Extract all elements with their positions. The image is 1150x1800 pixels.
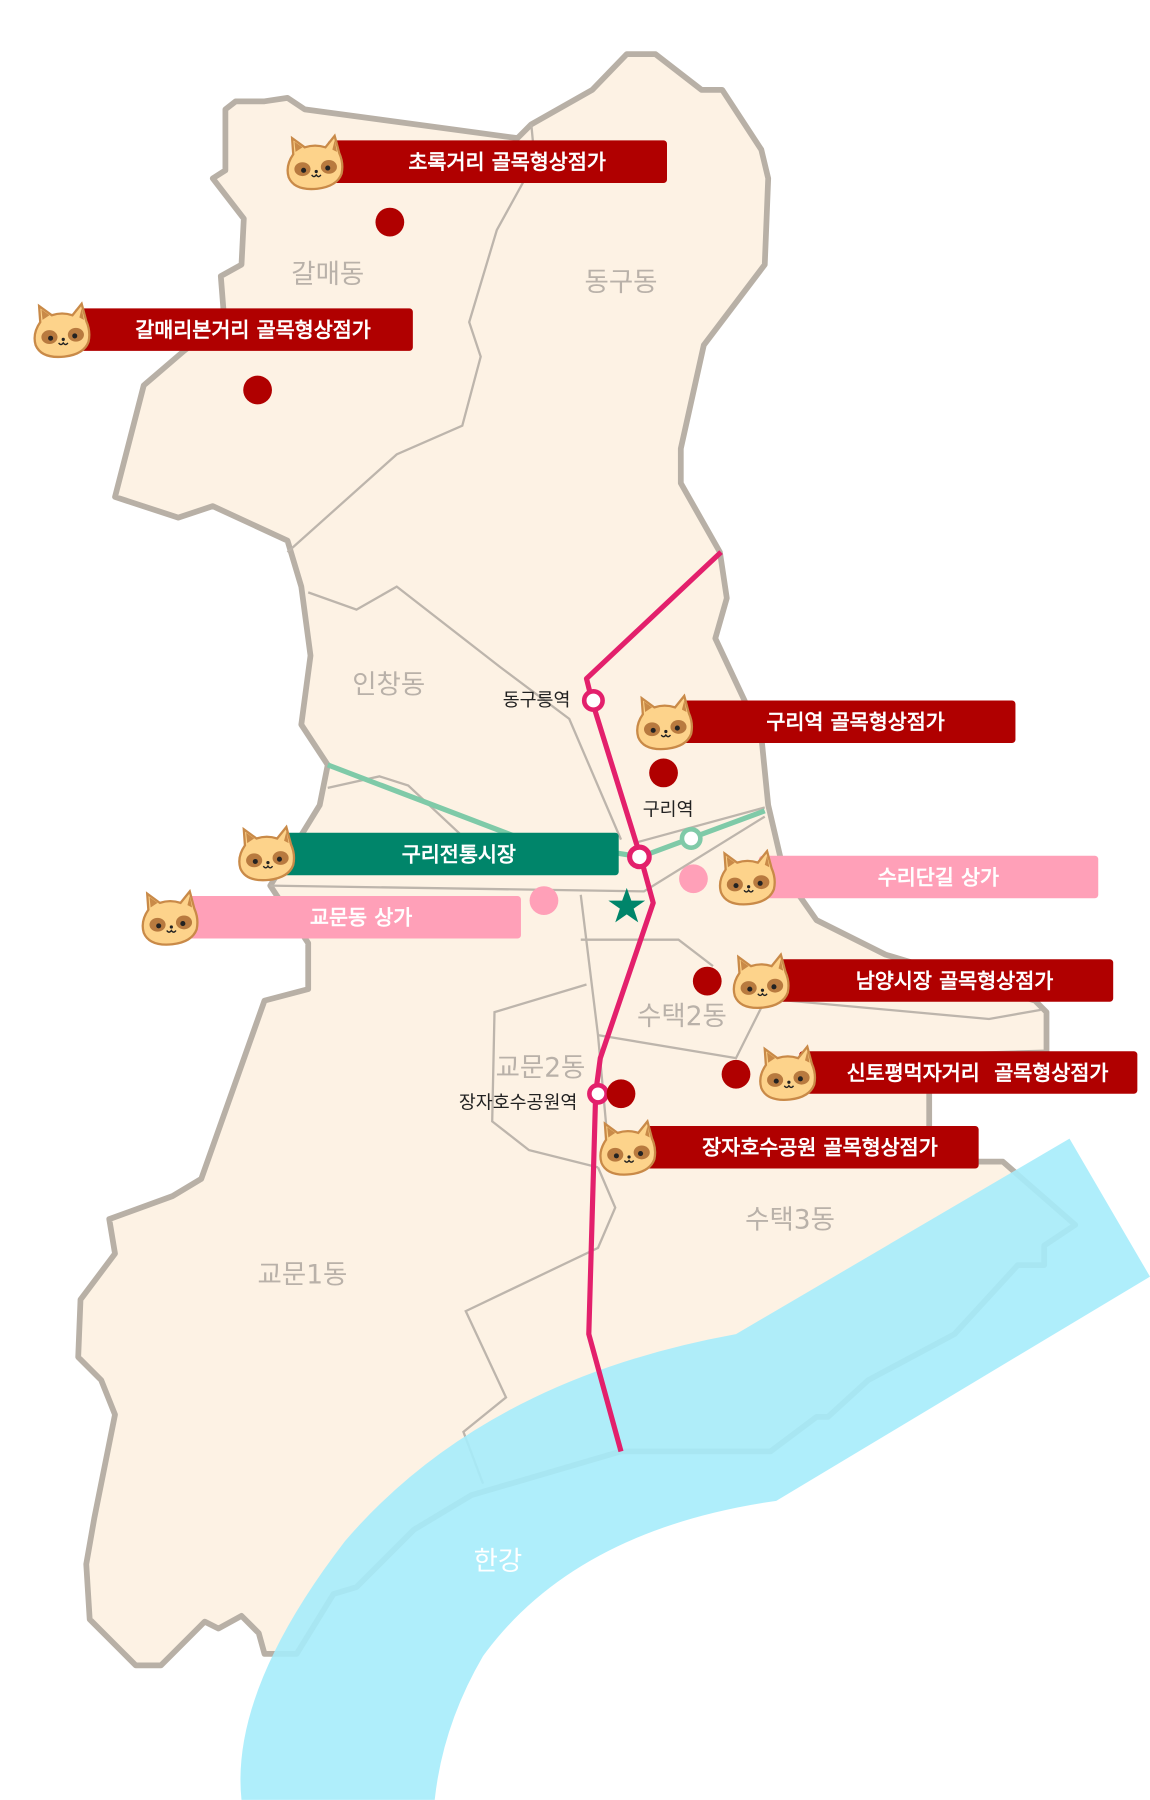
place-label-namyang-market[interactable]: 남양시장 골목형상점가 [732,953,1114,1010]
svg-text:신토평먹자거리 골목형상점가: 신토평먹자거리 골목형상점가 [847,1061,1109,1085]
place-marker[interactable] [679,864,708,894]
svg-text:수리단길 상가: 수리단길 상가 [878,865,999,889]
han-river [240,1138,1150,1800]
place-label-jangja-lake-park[interactable]: 장자호수공원 골목형상점가 [599,1120,979,1176]
station-guri-gyeongui[interactable] [679,826,703,850]
svg-text:남양시장 골목형상점가: 남양시장 골목형상점가 [856,969,1054,993]
river-label: 한강 [474,1546,523,1577]
station-label-donggureung: 동구릉역 [503,690,571,711]
place-label-suri-arcade[interactable]: 수리단길 상가 [718,849,1099,906]
raccoon-icon [238,825,296,882]
district-label-sutaek2: 수택2동 [637,1001,727,1032]
svg-text:장자호수공원 골목형상점가: 장자호수공원 골목형상점가 [702,1136,938,1160]
svg-text:구리전통시장: 구리전통시장 [402,842,516,866]
place-label-gyomun-arcade[interactable]: 교문동 상가 [141,890,521,946]
place-marker[interactable] [243,375,272,405]
station-donggureung[interactable] [581,688,605,712]
station-label-guri: 구리역 [643,799,694,820]
district-label-donggu: 동구동 [585,267,658,298]
place-label-galmae-ribbon[interactable]: 갈매리본거리 골목형상점가 [33,302,413,359]
place-label-sintopyeong[interactable]: 신토평먹자거리 골목형상점가 [759,1045,1138,1102]
place-marker[interactable] [529,886,559,915]
raccoon-icon [33,302,91,359]
place-label-guri-station[interactable]: 구리역 골목형상점가 [636,694,1016,751]
station-guri[interactable] [627,844,652,870]
raccoon-icon [141,890,199,946]
place-marker[interactable] [375,207,405,237]
svg-text:갈매리본거리 골목형상점가: 갈매리본거리 골목형상점가 [135,318,371,342]
place-marker[interactable] [692,966,722,996]
district-label-gyomun1: 교문1동 [258,1260,348,1291]
place-marker[interactable] [649,758,678,788]
place-label-guri-market[interactable]: 구리전통시장 [238,825,619,882]
svg-text:초록거리 골목형상점가: 초록거리 골목형상점가 [408,150,606,174]
subway-line-8 [583,550,723,1453]
district-label-sutaek3: 수택3동 [745,1204,835,1235]
station-label-jangja: 장자호수공원역 [459,1093,577,1114]
district-label-gyomun2: 교문2동 [496,1053,586,1084]
market-star-icon [608,887,646,923]
station-jangja-lake-park[interactable] [587,1082,609,1105]
place-marker[interactable] [606,1079,636,1109]
svg-text:구리역 골목형상점가: 구리역 골목형상점가 [766,710,945,734]
place-label-chorok[interactable]: 초록거리 골목형상점가 [286,134,667,191]
district-label-inchang: 인창동 [352,670,425,701]
svg-text:교문동 상가: 교문동 상가 [310,906,412,930]
place-marker[interactable] [721,1059,751,1089]
district-label-galmae: 갈매동 [291,259,364,290]
